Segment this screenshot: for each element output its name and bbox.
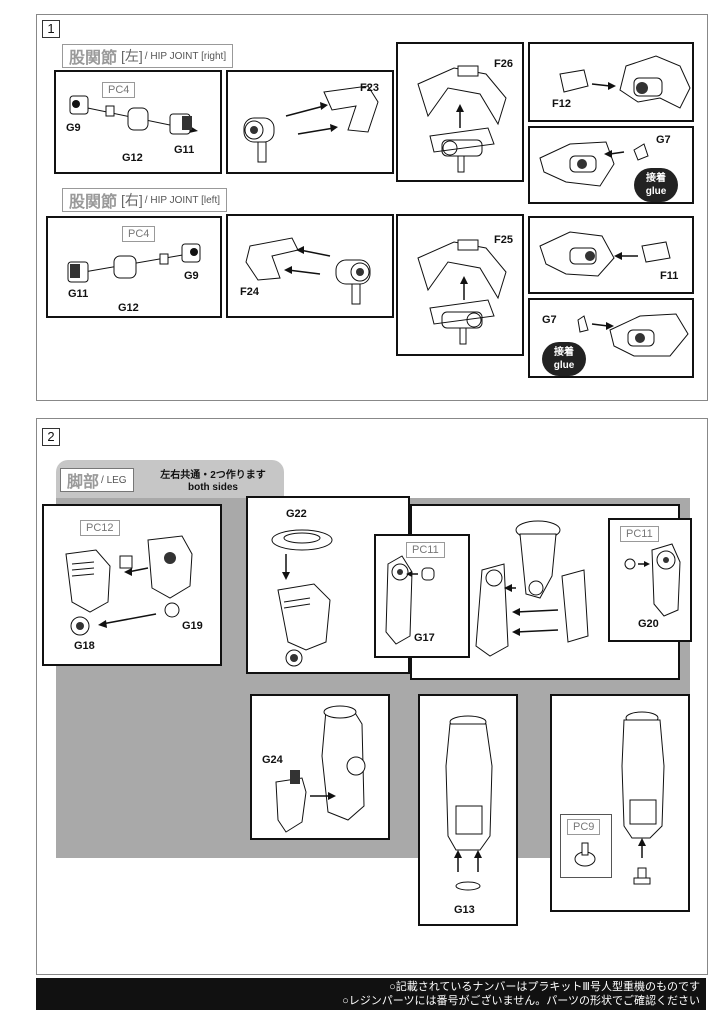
- pc9-part-drawing: [574, 842, 596, 867]
- hip-joint-right-tag: 股関節 [左] / HIP JOINT [right]: [62, 44, 234, 68]
- f12-label: F12: [552, 98, 571, 110]
- note-jp: 左右共通・2つ作ります: [160, 470, 266, 481]
- g9-label: G9: [184, 270, 199, 282]
- pc11-label: PC11: [620, 526, 659, 542]
- section-side: [右]: [121, 192, 143, 208]
- glue-jp: 接着: [646, 173, 666, 184]
- g9-label: G9: [66, 122, 81, 134]
- pc12-label: PC12: [80, 520, 120, 536]
- panel-hip-right-parts: PC4 G9 G12 G11: [54, 70, 222, 174]
- section-title: 股関節: [69, 50, 118, 67]
- g12-label: G12: [122, 152, 143, 164]
- panel-g7-glue-a: G7 接着 glue: [528, 126, 694, 204]
- g12-label: G12: [118, 302, 139, 314]
- f12-drawing: [559, 55, 691, 109]
- g18-label: G18: [74, 640, 95, 652]
- panel-g20: PC11 G20: [608, 518, 692, 642]
- f26-drawing: [417, 65, 507, 173]
- panel-hip-left-parts: PC4 G11 G12 G9: [46, 216, 222, 318]
- g11-label: G11: [174, 144, 195, 156]
- panel-f12: F12: [528, 42, 694, 122]
- glue-jp: 接着: [554, 347, 574, 358]
- f23-label: F23: [360, 82, 379, 94]
- leg-core-drawing: [475, 520, 589, 657]
- g24-drawing: [275, 705, 366, 833]
- f11-drawing: [539, 231, 671, 277]
- f23-drawing: [243, 85, 379, 163]
- f24-drawing: [245, 237, 371, 305]
- note-en: both sides: [187, 482, 238, 493]
- footer-notice: ○記載されているナンバーはプラキットⅢ号人型重機のものです ○レジンパーツには番…: [36, 978, 706, 1010]
- both-sides-note: 左右共通・2つ作ります both sides: [150, 470, 276, 494]
- panel-f23: F23: [226, 70, 394, 174]
- section-title: 股関節: [69, 194, 118, 211]
- g13-label: G13: [454, 904, 475, 916]
- panel-f25: F25: [396, 214, 524, 356]
- pc4-label: PC4: [102, 82, 136, 98]
- panel-g24: G24: [250, 694, 390, 840]
- panel-f11: F11: [528, 216, 694, 294]
- f11-label: F11: [660, 270, 679, 282]
- pc11-label: PC11: [406, 542, 445, 558]
- f24-label: F24: [240, 286, 259, 298]
- g19-label: G19: [182, 620, 203, 632]
- panel-pc9: PC9: [550, 694, 690, 912]
- step2-number: 2: [42, 428, 60, 446]
- footer-line1: ○記載されているナンバーはプラキットⅢ号人型重機のものです: [389, 981, 700, 993]
- f26-label: F26: [494, 58, 513, 70]
- pc9-drawing: [621, 711, 665, 885]
- hip-parts-drawing: [67, 243, 201, 283]
- g18-g19-drawing: [65, 535, 193, 636]
- section-side: [左]: [121, 48, 143, 64]
- g7-drawing-b: [577, 313, 689, 357]
- g20-drawing: [624, 543, 681, 617]
- section-subtitle: / LEG: [101, 474, 127, 486]
- step1-number: 1: [42, 20, 60, 38]
- g17-label: G17: [414, 632, 435, 644]
- g17-drawing: [385, 555, 435, 645]
- panel-g7-glue-b: G7 接着 glue: [528, 298, 694, 378]
- panel-f24: F24: [226, 214, 394, 318]
- f25-label: F25: [494, 234, 513, 246]
- hip-parts-drawing: [69, 95, 198, 135]
- pc4-label: PC4: [122, 226, 156, 242]
- glue-en: glue: [553, 360, 575, 371]
- panel-g18-g19: PC12 G18 G19: [42, 504, 222, 666]
- g7-drawing-a: [539, 141, 649, 187]
- g13-drawing: [445, 715, 493, 891]
- pc9-label: PC9: [567, 819, 601, 835]
- hip-joint-left-tag: 股関節 [右] / HIP JOINT [left]: [62, 188, 228, 212]
- pc9-inset: PC9: [560, 814, 612, 878]
- footer-line2: ○レジンパーツには番号がございません。パーツの形状でご確認ください: [342, 995, 700, 1007]
- f25-drawing: [417, 239, 507, 345]
- g20-label: G20: [638, 618, 659, 630]
- panel-g13: G13: [418, 694, 518, 926]
- g11-label: G11: [68, 288, 89, 300]
- section-title: 脚部: [67, 474, 100, 491]
- section-subtitle: / HIP JOINT [right]: [144, 50, 227, 62]
- glue-badge: 接着 glue: [634, 168, 678, 202]
- leg-tag: 脚部 / LEG: [60, 468, 134, 492]
- panel-f26: F26: [396, 42, 524, 182]
- g7-label: G7: [542, 314, 557, 326]
- glue-en: glue: [645, 186, 667, 197]
- g24-label: G24: [262, 754, 283, 766]
- panel-g17: PC11 G17: [374, 534, 470, 658]
- g22-label: G22: [286, 508, 307, 520]
- g22-drawing: [271, 529, 333, 667]
- g7-label: G7: [656, 134, 671, 146]
- glue-badge: 接着 glue: [542, 342, 586, 376]
- section-subtitle: / HIP JOINT [left]: [144, 194, 221, 206]
